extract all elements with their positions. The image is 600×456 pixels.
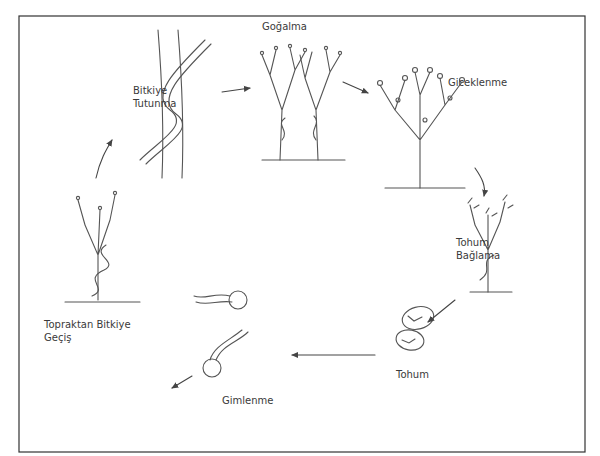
germination-drawing [194, 291, 248, 377]
stage-label: Tohum Bağlama [456, 236, 526, 262]
seed-drawing [394, 303, 436, 352]
transfer-plant-drawing [65, 191, 140, 302]
stage-label: Goğalma [262, 20, 342, 33]
stage-label: Giceklenme [448, 76, 538, 89]
frame [19, 16, 585, 452]
cycle-arrow [96, 82, 485, 388]
stage-label: Tohum [396, 368, 456, 381]
stage-label: Topraktan Bitkiye Geçiş [44, 318, 140, 344]
shrub-drawing [260, 44, 345, 160]
stage-label: Gimlenme [222, 394, 302, 407]
stage-label: Bitkiye Tutunma [133, 84, 205, 110]
